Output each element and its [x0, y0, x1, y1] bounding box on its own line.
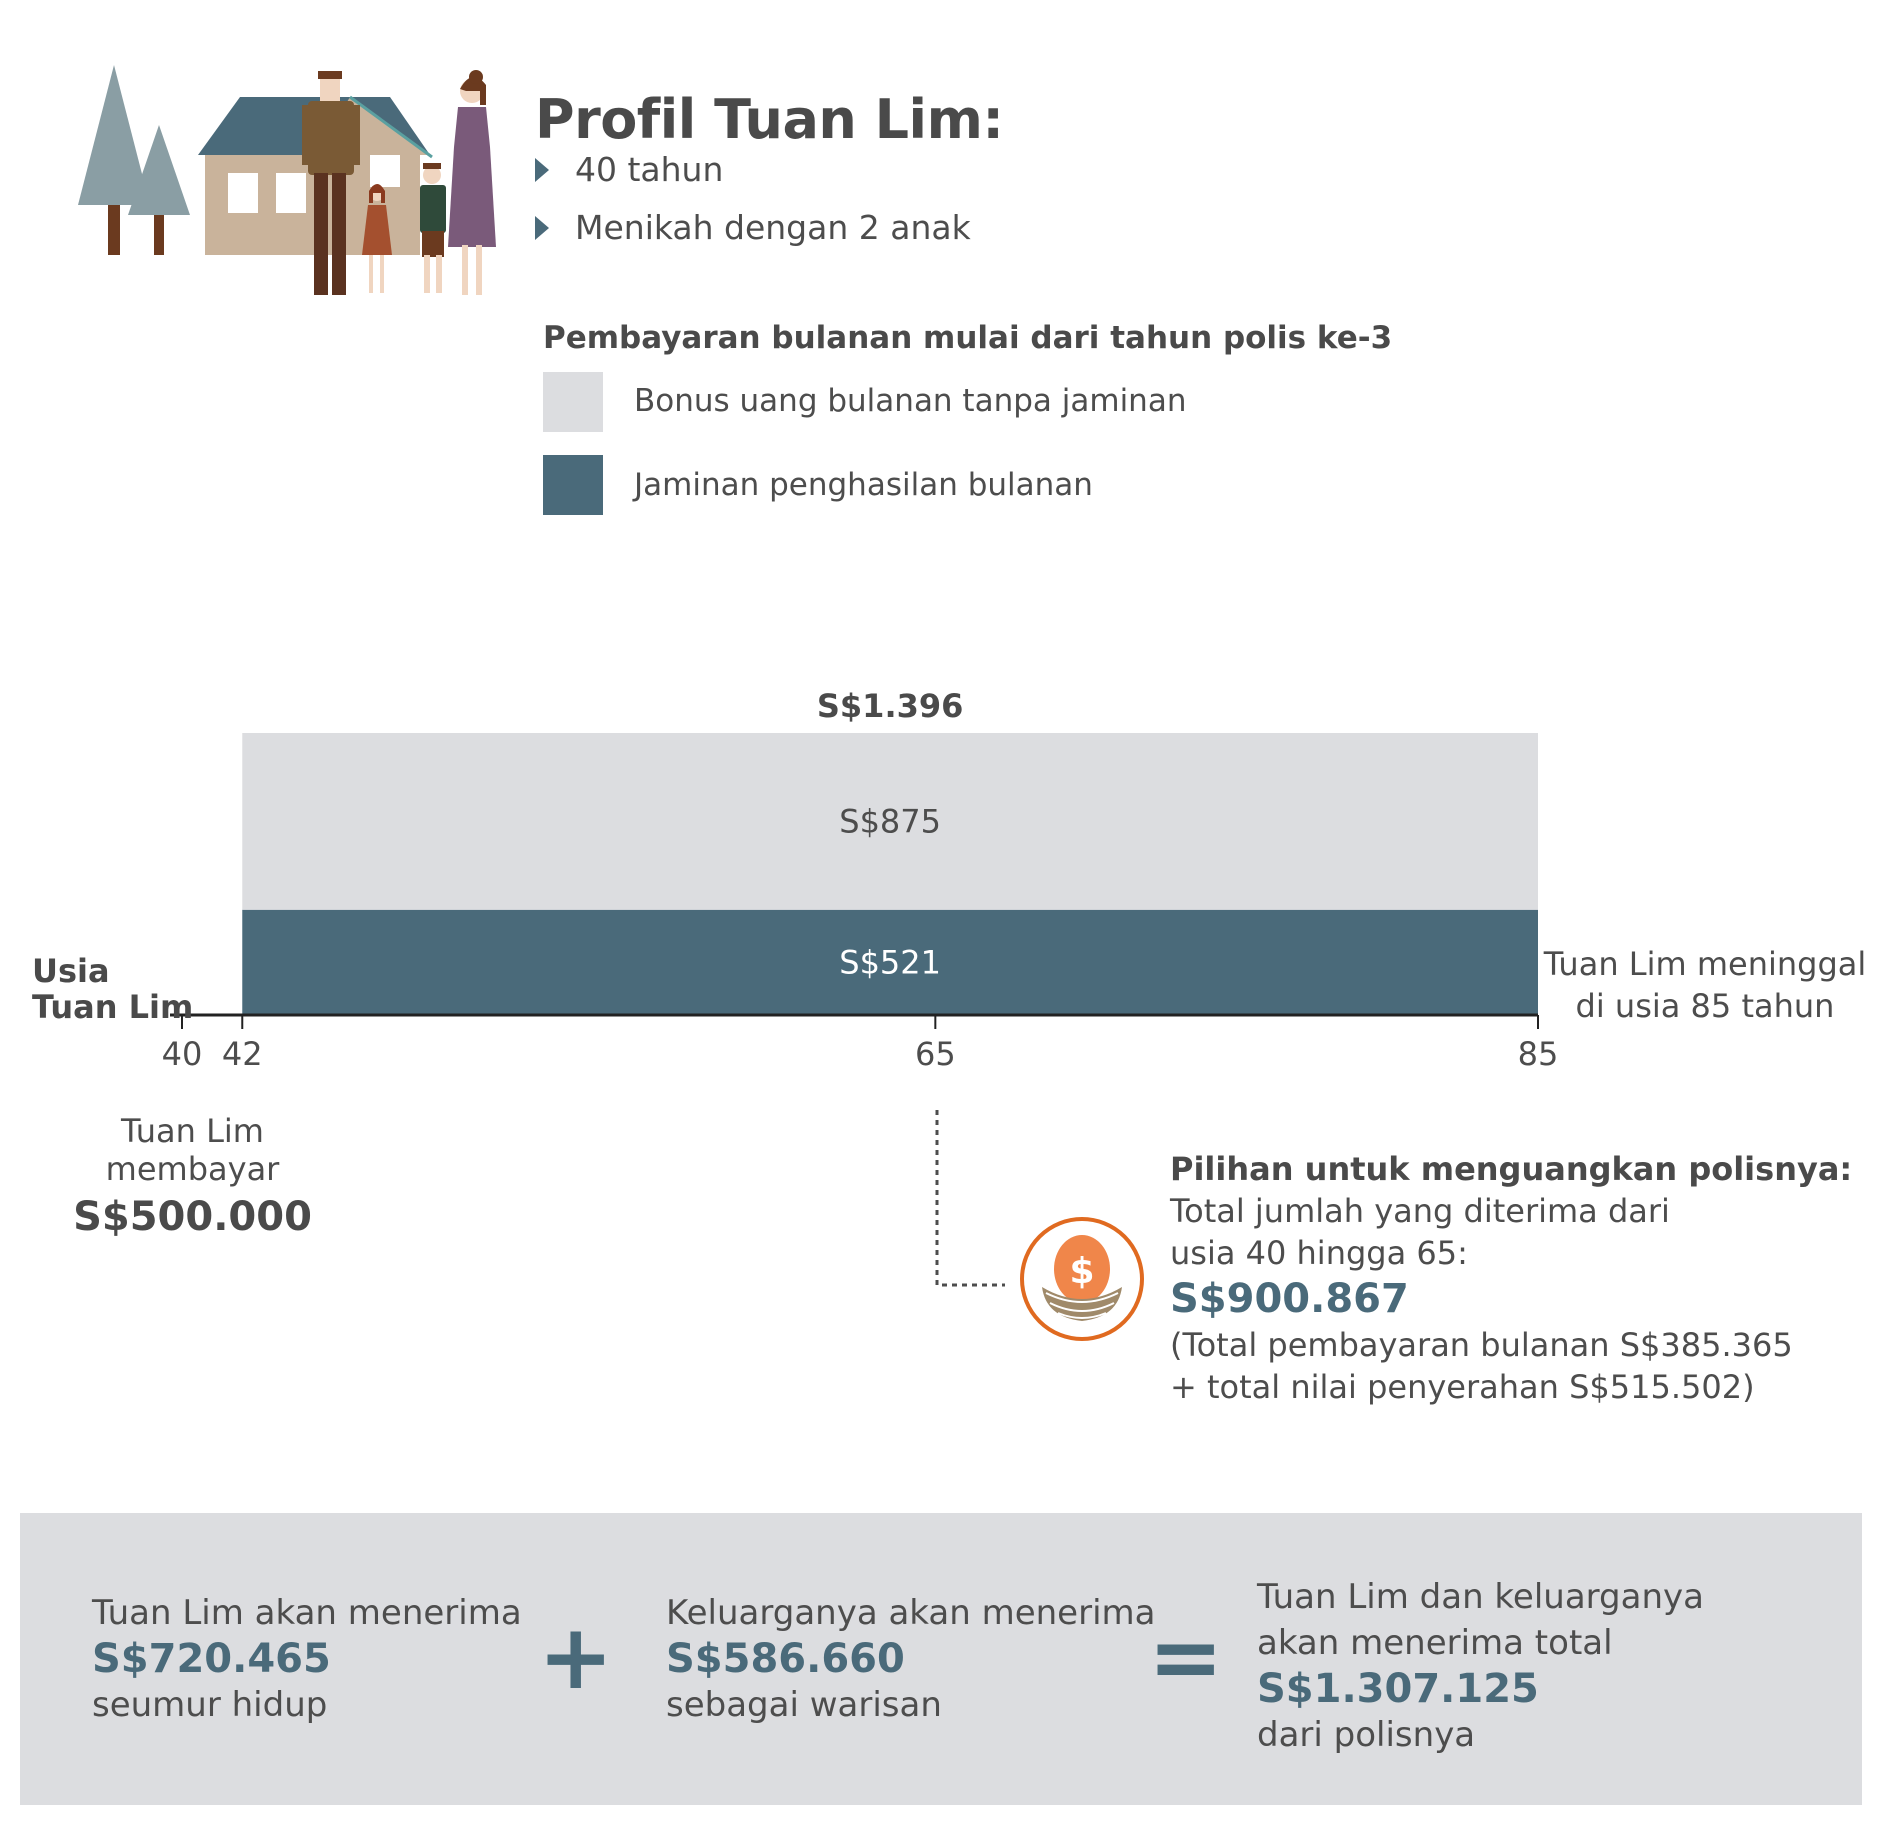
band-value-label: S$875 — [839, 802, 941, 840]
option-line: usia 40 hingga 65: — [1170, 1234, 1468, 1272]
profile-bullet-text: 40 tahun — [575, 150, 724, 189]
summary-amount: S$1.307.125 — [1257, 1666, 1539, 1712]
svg-text:$: $ — [1069, 1251, 1094, 1292]
bullet-triangle-icon — [535, 215, 549, 240]
chart-band-0 — [242, 909, 1539, 1015]
family-house-illustration — [78, 65, 496, 295]
summary-total: Tuan Lim dan keluarganya akan menerima t… — [1257, 1574, 1704, 1758]
premium-payment: Tuan Lim membayar S$500.000 — [35, 1112, 350, 1240]
dotted-connector — [935, 1110, 1005, 1287]
summary-amount: S$586.660 — [666, 1636, 905, 1682]
option-detail: (Total pembayaran bulanan S$385.365 — [1170, 1326, 1793, 1364]
payment-text: Tuan Lim membayar — [105, 1112, 280, 1188]
cash-out-option: Pilihan untuk menguangkan polisnya: Tota… — [1170, 1148, 1852, 1408]
summary-amount: S$720.465 — [92, 1636, 331, 1682]
profile-title: Profil Tuan Lim: — [535, 88, 1004, 151]
summary-line: akan menerima total — [1257, 1623, 1613, 1663]
option-amount: S$900.867 — [1170, 1276, 1409, 1322]
band-value-label: S$521 — [839, 943, 941, 981]
summary-panel — [20, 1513, 1862, 1805]
x-tick-label: 85 — [1518, 1035, 1559, 1073]
option-detail: + total nilai penyerahan S$515.502) — [1170, 1368, 1755, 1406]
end-of-life-note: Tuan Lim meninggal di usia 85 tahun — [1540, 943, 1870, 1027]
x-tick-label: 40 — [162, 1035, 203, 1073]
axis-title-line: Tuan Lim — [32, 988, 194, 1026]
summary-line: Tuan Lim dan keluarganya — [1257, 1577, 1704, 1617]
option-title: Pilihan untuk menguangkan polisnya: — [1170, 1150, 1853, 1188]
plus-sign: + — [538, 1605, 614, 1710]
legend-label-bonus: Bonus uang bulanan tanpa jaminan — [634, 383, 1187, 419]
summary-line: Keluarganya akan menerima — [666, 1593, 1156, 1633]
summary-line: dari polisnya — [1257, 1715, 1476, 1755]
end-note-line: di usia 85 tahun — [1575, 987, 1835, 1025]
profile-bullet-family: Menikah dengan 2 anak — [535, 208, 971, 247]
legend-title: Pembayaran bulanan mulai dari tahun poli… — [543, 320, 1393, 356]
x-tick-label: 42 — [222, 1035, 263, 1073]
equals-sign: = — [1148, 1605, 1224, 1710]
legend-label-guaranteed: Jaminan penghasilan bulanan — [634, 467, 1093, 503]
axis-title-line: Usia — [32, 952, 110, 990]
summary-legacy: Keluarganya akan menerima S$586.660 seba… — [666, 1590, 1155, 1728]
summary-line: Tuan Lim akan menerima — [92, 1593, 522, 1633]
profile-bullet-age: 40 tahun — [535, 150, 723, 189]
summary-lifetime: Tuan Lim akan menerima S$720.465 seumur … — [92, 1590, 522, 1728]
legend-swatch-bonus — [543, 372, 603, 432]
nest-egg-dollar-icon: $ — [1020, 1217, 1144, 1341]
end-note-line: Tuan Lim meninggal — [1543, 945, 1867, 983]
legend-swatch-guaranteed — [543, 455, 603, 515]
summary-line: seumur hidup — [92, 1685, 328, 1725]
bullet-triangle-icon — [535, 157, 549, 182]
x-tick-label: 65 — [915, 1035, 956, 1073]
option-line: Total jumlah yang diterima dari — [1170, 1192, 1670, 1230]
profile-bullet-text: Menikah dengan 2 anak — [575, 208, 971, 247]
axis-title: Usia Tuan Lim — [32, 953, 193, 1025]
payment-amount: S$500.000 — [73, 1194, 312, 1240]
chart-band-1 — [242, 733, 1539, 910]
income-chart: S$521 S$875 S$1.396 40 42 65 85 — [162, 687, 1559, 1073]
total-value-label: S$1.396 — [817, 687, 964, 725]
summary-line: sebagai warisan — [666, 1685, 942, 1725]
